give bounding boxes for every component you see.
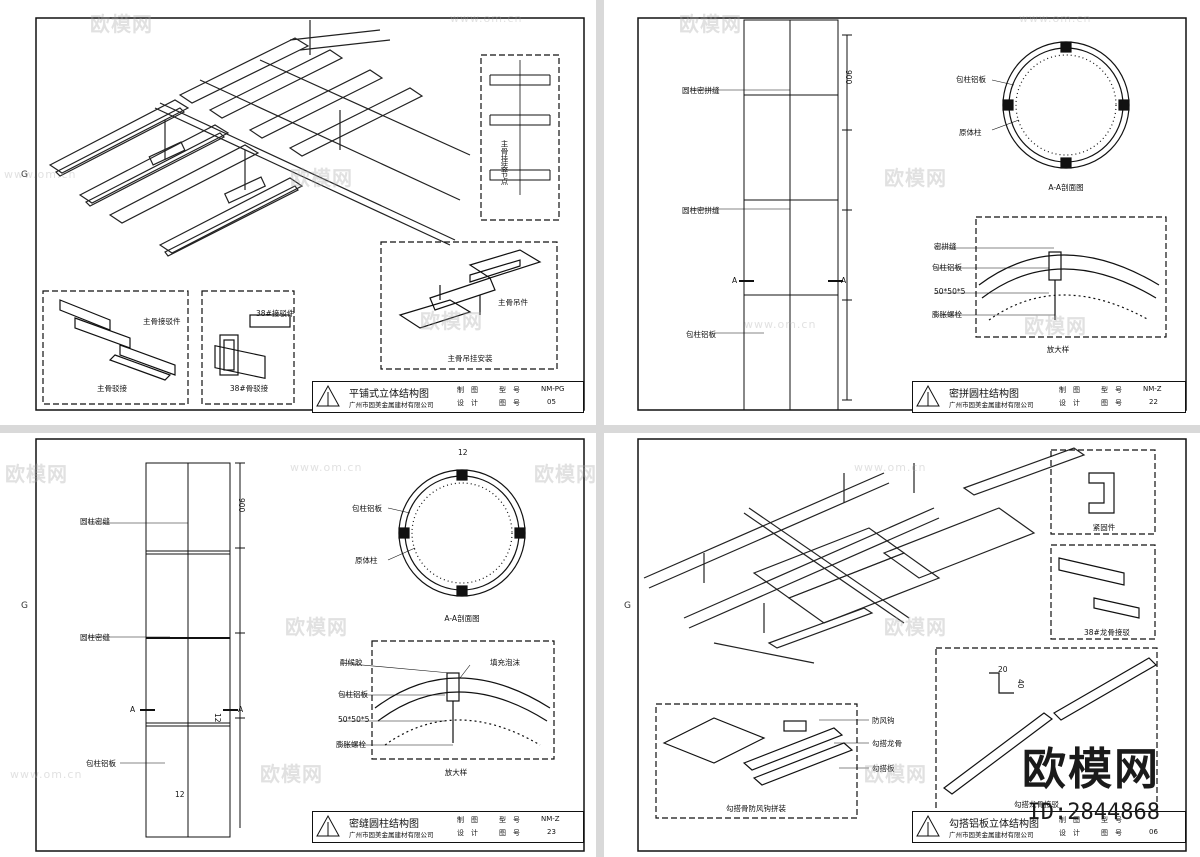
label-dim-12-mid: 12 <box>213 713 222 723</box>
label-bolt: 膨胀螺栓 <box>932 310 962 319</box>
ceiling-frame-iso <box>48 20 471 257</box>
sheet-title: 平铺式立体结构图 <box>349 389 429 400</box>
sheet-1-drawing <box>35 17 585 411</box>
label-a-left: A <box>732 276 738 285</box>
label-panel: 包柱铝板 <box>686 330 716 339</box>
drawing-sheet-3: 圆柱密缝 圆柱密缝 包柱铝板 A A 900 12 12 12 包柱铝板 原体柱… <box>0 433 596 857</box>
drawing-sheet-2: 圆柱密拼缝 圆柱密拼缝 包柱铝板 A A 900 包柱铝板 原体柱 A-A剖面图… <box>604 0 1200 425</box>
label-main-joint: 主骨接驳件 <box>143 317 181 326</box>
label-seam-2: 圆柱密拼缝 <box>682 206 720 215</box>
brand-id: ID:2844868 <box>1027 800 1160 825</box>
company-logo-icon <box>316 814 340 837</box>
enlarge-detail <box>934 216 1167 338</box>
sheet-3-drawing <box>35 438 585 852</box>
label-wind-install: 勾搭骨防风钩拼装 <box>726 804 786 813</box>
side-tag: G <box>624 601 631 611</box>
label-dim-12-top: 12 <box>458 448 468 457</box>
label-dim-20: 20 <box>998 665 1008 674</box>
label-hook-panel: 勾搭板 <box>872 764 895 773</box>
label-angle: 50*50*5 <box>934 287 966 296</box>
label-section: A-A剖面图 <box>444 614 480 623</box>
label-core: 原体柱 <box>355 556 378 565</box>
label-dim-40: 40 <box>1016 679 1025 689</box>
conn38-box <box>1050 544 1156 640</box>
label-section: A-A剖面图 <box>1048 183 1084 192</box>
label-core: 原体柱 <box>959 128 982 137</box>
label-dim: 900 <box>237 498 246 513</box>
clamp-box <box>1050 449 1156 535</box>
label-a-right: A <box>841 276 847 285</box>
label-seal: 密拼缝 <box>934 242 957 251</box>
label-wrap: 包柱铝板 <box>352 504 382 513</box>
label-wrap: 包柱铝板 <box>956 75 986 84</box>
sheet-title: 密缝圆柱结构图 <box>349 819 419 830</box>
label-wrap-2: 包柱铝板 <box>338 690 368 699</box>
label-bolt: 膨胀螺栓 <box>336 740 366 749</box>
title-block: 密缝圆柱结构图 广州市固美金属建材有限公司 制 图 型 号 NM-Z 设 计 图… <box>312 811 584 843</box>
company-logo-icon <box>916 384 940 407</box>
label-foam: 填充泡沫 <box>490 658 520 667</box>
label-hook-keel: 勾搭龙骨 <box>872 739 902 748</box>
company-name: 广州市固美金属建材有限公司 <box>349 401 434 409</box>
company-name: 广州市固美金属建材有限公司 <box>949 831 1034 839</box>
column-section <box>991 41 1130 169</box>
column-elevation <box>88 462 245 838</box>
label-dim-12-bottom: 12 <box>175 790 185 799</box>
detail-box-bottom-3 <box>380 241 558 370</box>
label-panel: 包柱铝板 <box>86 759 116 768</box>
enlarge-detail <box>339 640 555 760</box>
company-name: 广州市固美金属建材有限公司 <box>949 401 1034 409</box>
label-enlarge: 放大样 <box>444 768 468 777</box>
label-enlarge: 放大样 <box>1046 345 1070 354</box>
brand-logo-text: 欧模网 <box>1022 744 1160 795</box>
label-seam-2: 圆柱密缝 <box>80 633 110 642</box>
label-seam-1: 圆柱密缝 <box>80 517 110 526</box>
company-name: 广州市固美金属建材有限公司 <box>349 831 434 839</box>
column-section <box>387 469 526 597</box>
sheet-4-drawing <box>637 438 1187 852</box>
company-logo-icon <box>316 384 340 407</box>
label-detail-node: 主骨挂装节点 <box>500 140 509 185</box>
label-main-conn: 主骨驳接 <box>97 384 127 393</box>
wind-hook-box <box>655 703 869 819</box>
side-tag: G <box>21 601 28 611</box>
title-block: 平铺式立体结构图 广州市固美金属建材有限公司 制 图 型 号 NM-PG 设 计… <box>312 381 584 413</box>
label-wrap-2: 包柱铝板 <box>932 263 962 272</box>
column-elevation <box>692 19 852 411</box>
drawing-sheet-4: 紧固件 38#龙骨接驳 防风钩 勾搭龙骨 勾搭板 勾搭骨防风钩拼装 勾搭龙骨接驳… <box>534 433 1200 857</box>
label-main-hang: 主骨吊挂安装 <box>447 354 493 363</box>
detail-box-bottom-2 <box>201 290 295 405</box>
label-seam-1: 圆柱密拼缝 <box>682 86 720 95</box>
drawing-sheet-1: 主骨挂装节点 主骨接驳件 主骨驳接 38#接驳件 38#骨驳接 主骨吊件 主骨吊… <box>0 0 596 425</box>
label-conn38: 38#骨驳接 <box>229 384 269 393</box>
sheet-title: 密拼圆柱结构图 <box>949 389 1019 400</box>
sheet-title: 勾搭铝板立体结构图 <box>949 819 1039 830</box>
title-block: 勾搭铝板立体结构图 广州市固美金属建材有限公司 制 图 型 号 设 计 图 号 … <box>912 811 1186 843</box>
label-dim: 900 <box>844 70 853 85</box>
company-logo-icon <box>916 814 940 837</box>
label-glue: 耐候胶 <box>340 658 363 667</box>
label-windproof: 防风钩 <box>872 716 895 725</box>
label-a-right: A <box>238 705 244 714</box>
label-clamp: 紧固件 <box>1092 523 1116 532</box>
side-tag: G <box>21 170 28 180</box>
label-keel-conn: 勾搭龙骨接驳 <box>1014 800 1059 809</box>
label-conn38: 38#龙骨接驳 <box>1084 628 1130 637</box>
detail-box-right <box>480 54 560 221</box>
label-main-hanger: 主骨吊件 <box>498 298 528 307</box>
title-block: 密拼圆柱结构图 广州市固美金属建材有限公司 制 图 型 号 NM-Z 设 计 图… <box>912 381 1186 413</box>
hook-ceiling-iso <box>643 447 1086 664</box>
label-conn38-piece: 38#接驳件 <box>256 309 295 318</box>
label-a-left: A <box>130 705 136 714</box>
detail-box-bottom-1 <box>42 290 189 405</box>
label-angle: 50*50*5 <box>338 715 370 724</box>
